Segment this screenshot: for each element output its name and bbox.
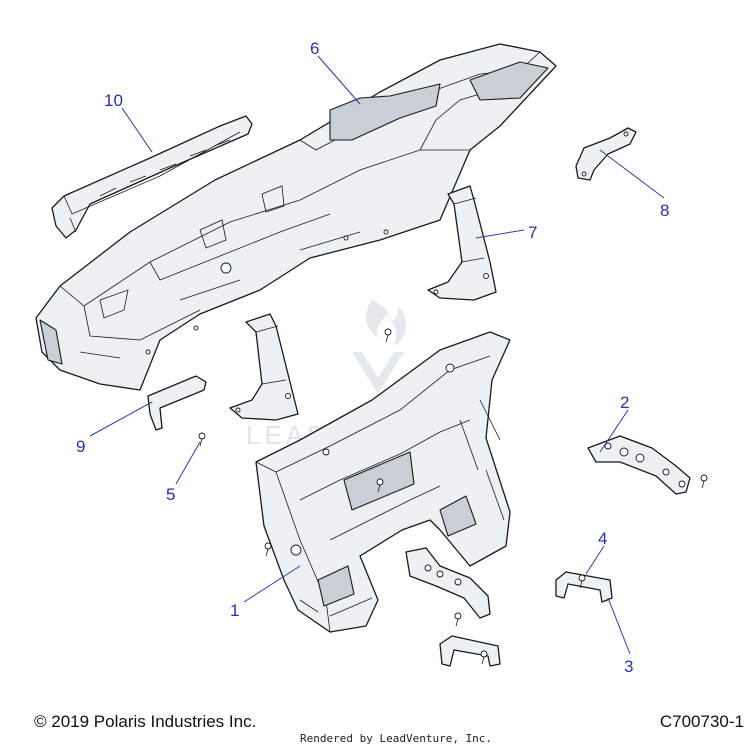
- leader-1: [243, 565, 301, 603]
- part-7-bracket: [427, 185, 497, 301]
- part-7-bracket-left: [229, 313, 299, 421]
- callout-7: 7: [528, 223, 537, 242]
- part-3-u-bracket: [555, 571, 613, 603]
- callout-6: 6: [310, 39, 319, 58]
- leader-7: [475, 229, 525, 239]
- leader-10: [121, 107, 153, 153]
- leader-5: [175, 441, 201, 485]
- diagram-code: C700730-1: [659, 712, 744, 731]
- part-9-plate: [147, 375, 207, 431]
- callout-10: 10: [104, 91, 123, 110]
- rendered-by-text: Rendered by LeadVenture, Inc.: [300, 732, 493, 745]
- callout-2: 2: [620, 393, 629, 412]
- screw-icon: [376, 478, 384, 493]
- leader-9: [89, 401, 153, 437]
- screw-icon: [198, 432, 206, 447]
- part-3-u-bracket-lower: [439, 635, 501, 667]
- leader-4: [585, 545, 605, 575]
- leader-2: [599, 409, 629, 453]
- screw-icon: [454, 612, 462, 627]
- copyright-text: © 2019 Polaris Industries Inc.: [34, 712, 257, 731]
- screw-icon: [700, 474, 708, 489]
- leader-8: [599, 149, 665, 199]
- screw-icon: [384, 328, 392, 343]
- part-2-side-bracket-lower: [405, 547, 491, 619]
- part-2-side-bracket: [587, 435, 691, 495]
- leader-3: [607, 597, 631, 655]
- part-6-rear-panel: [35, 43, 557, 391]
- leader-6: [317, 55, 361, 105]
- screw-icon: [480, 650, 488, 665]
- screw-icon: [264, 542, 272, 557]
- callout-5: 5: [166, 485, 175, 504]
- screw-icon: [578, 574, 586, 589]
- callout-9: 9: [76, 437, 85, 456]
- part-10-trim-rail: [51, 115, 253, 239]
- callout-4: 4: [598, 529, 607, 548]
- callout-1: 1: [230, 601, 239, 620]
- callout-8: 8: [660, 201, 669, 220]
- callout-3: 3: [624, 657, 633, 676]
- leader-lines: [89, 55, 665, 655]
- callout-labels: 6 10 8 7 2 9 5 4 3 1: [76, 39, 669, 676]
- fasteners: [198, 328, 708, 665]
